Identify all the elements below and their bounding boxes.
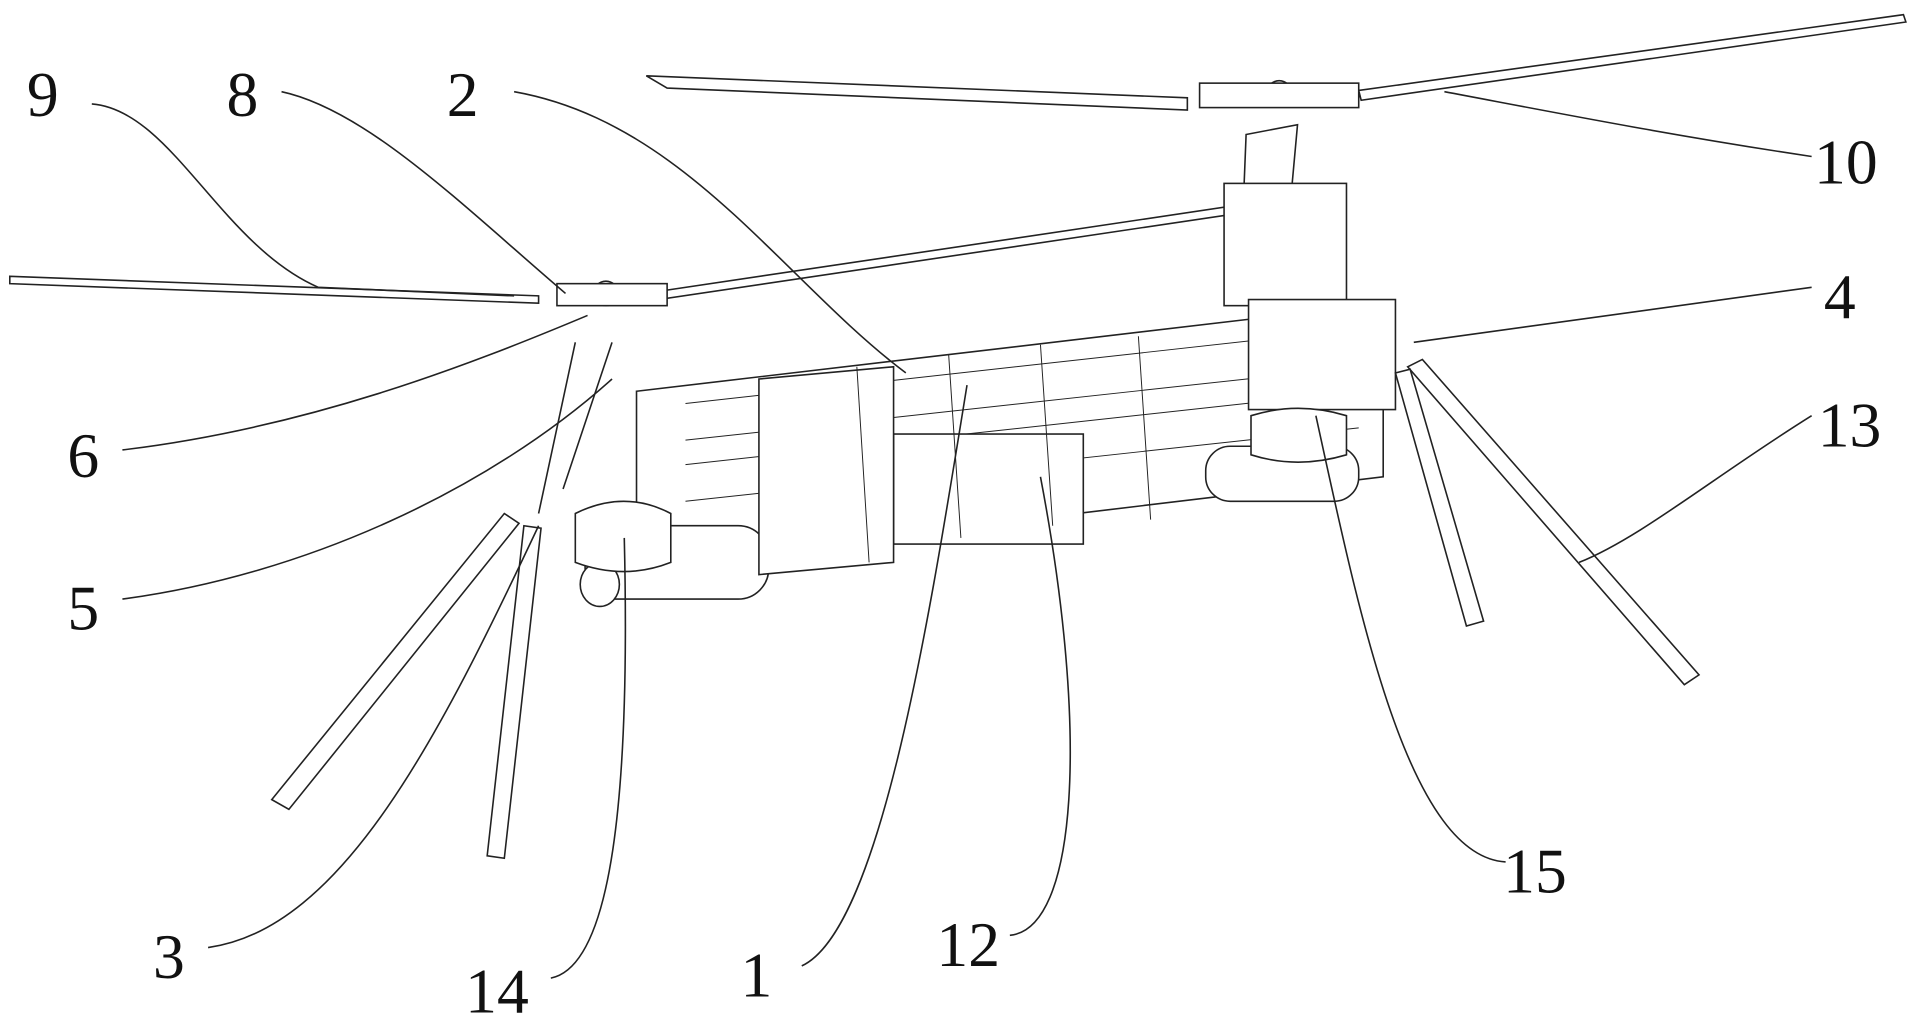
label-15: 15 [1503,836,1567,907]
front-rotor [10,205,1243,305]
label-12: 12 [936,909,1000,980]
label-6: 6 [67,420,99,491]
label-4: 4 [1824,261,1856,332]
label-5: 5 [67,573,99,644]
label-10: 10 [1814,126,1878,197]
label-1: 1 [741,939,773,1010]
label-9: 9 [27,59,59,130]
label-8: 8 [226,59,258,130]
rear-rotor [646,15,1906,306]
fuselage [575,300,1395,607]
label-13: 13 [1818,389,1882,460]
label-2: 2 [447,59,479,130]
label-3: 3 [153,921,185,992]
label-14: 14 [465,955,529,1026]
